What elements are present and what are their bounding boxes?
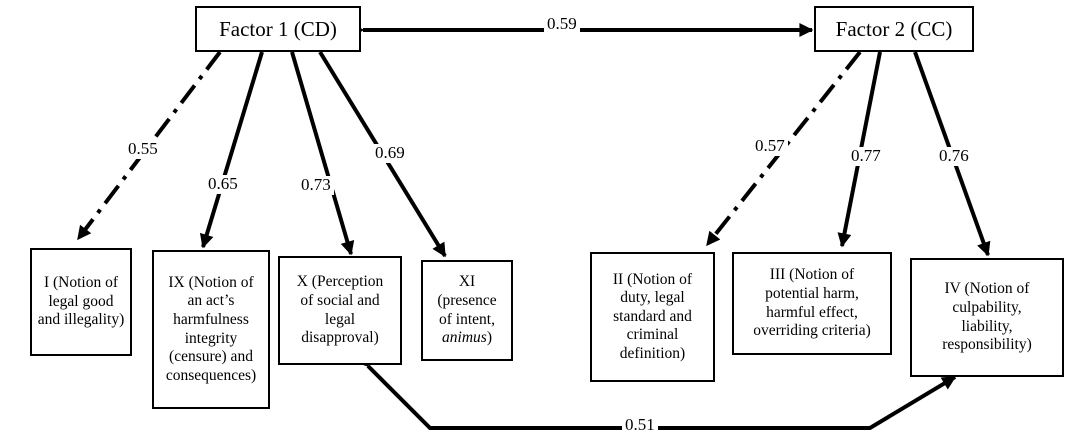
item-xi-line: animus) — [437, 329, 496, 348]
item-iv-line: IV (Notion of — [944, 280, 1030, 298]
loading-x-iv: 0.51 — [622, 415, 658, 435]
item-ix-line: harmfulness — [173, 310, 249, 328]
factor-2-label: Factor 2 (CC) — [835, 16, 953, 41]
item-xi-italic: animus — [442, 329, 487, 347]
item-ix-line: IX (Notion of — [168, 273, 254, 291]
item-ii-line: standard and — [613, 307, 692, 325]
item-ix-line: consequences) — [165, 366, 257, 384]
item-iii-line: harmful effect, — [766, 303, 858, 321]
item-xi-close: ) — [486, 329, 492, 347]
loading-f2-ii: 0.57 — [752, 136, 788, 156]
item-iii-line: overriding criteria) — [753, 322, 871, 340]
factor-2-box: Factor 2 (CC) — [814, 6, 974, 52]
item-iv-box: IV (Notion of culpability, liability, re… — [910, 258, 1064, 377]
arrow-f1-ix — [199, 51, 264, 249]
loading-f1-x: 0.73 — [298, 175, 334, 195]
item-xi-line: (presence — [437, 291, 497, 309]
item-iv-line: liability, — [961, 317, 1013, 335]
loading-f2-iii: 0.77 — [848, 146, 884, 166]
item-ii-line: II (Notion of — [612, 270, 693, 288]
loading-f1-i: 0.55 — [125, 139, 161, 159]
loading-f1-ix: 0.65 — [205, 174, 241, 194]
item-iii-line: potential harm, — [765, 284, 859, 302]
item-x-box: X (Perception of social and legal disapp… — [278, 256, 402, 365]
item-ii-box: II (Notion of duty, legal standard and c… — [590, 252, 715, 382]
loading-f1-xi: 0.69 — [372, 143, 408, 163]
item-ix-box: IX (Notion of an act’s harmfulness integ… — [152, 250, 270, 409]
arrow-f1-x — [290, 51, 355, 256]
item-x-line: legal — [324, 310, 356, 328]
item-ii-line: definition) — [619, 344, 686, 362]
loading-f2-iv: 0.76 — [936, 146, 972, 166]
item-x-line: of social and — [300, 291, 380, 309]
item-i-box: I (Notion of legal good and illegality) — [30, 248, 132, 356]
item-iv-line: culpability, — [952, 298, 1022, 316]
item-ii-line: criminal — [626, 326, 679, 344]
item-xi-line: XI — [458, 273, 476, 291]
item-iv-line: responsibility) — [942, 336, 1032, 354]
factor-1-box: Factor 1 (CD) — [195, 6, 361, 52]
item-i-line: legal good — [48, 292, 114, 310]
item-xi-line: of intent, — [439, 310, 495, 328]
item-i-line: and illegality) — [37, 311, 125, 329]
item-ix-line: integrity — [184, 329, 238, 347]
item-xi-box: XI (presence of intent, animus) — [421, 260, 513, 361]
item-ix-line: an act’s — [187, 292, 235, 310]
item-i-line: I (Notion of — [43, 274, 119, 292]
item-iii-box: III (Notion of potential harm, harmful e… — [732, 252, 892, 355]
item-x-line: X (Perception — [296, 273, 384, 291]
item-x-line: disapproval) — [301, 329, 379, 347]
item-ii-line: duty, legal — [620, 289, 685, 307]
loading-f1-f2: 0.59 — [544, 14, 580, 34]
factor-1-label: Factor 1 (CD) — [219, 16, 337, 41]
item-iii-line: III (Notion of — [769, 266, 855, 284]
item-ix-line: (censure) and — [169, 348, 253, 366]
